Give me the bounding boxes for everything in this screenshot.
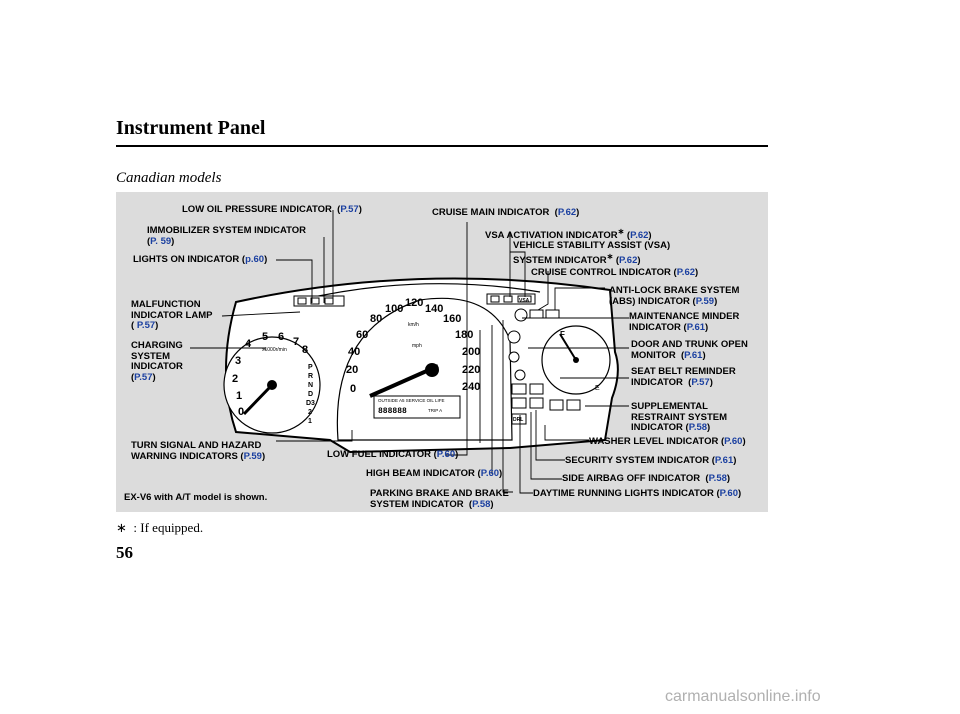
svg-text:240: 240	[462, 381, 480, 393]
label-security: SECURITY SYSTEM INDICATOR (P.61)	[565, 455, 737, 466]
svg-text:2: 2	[308, 409, 312, 416]
tach-5: 5	[262, 331, 268, 343]
odometer-value: 888888	[378, 407, 407, 416]
svg-text:km/h: km/h	[408, 322, 419, 328]
label-turn-signal: TURN SIGNAL AND HAZARD WARNING INDICATOR…	[131, 440, 266, 462]
label-cruise-control: CRUISE CONTROL INDICATOR (P.62)	[531, 267, 699, 278]
label-abs: ANTI-LOCK BRAKE SYSTEM (ABS) INDICATOR (…	[609, 285, 740, 307]
title-rule	[116, 145, 768, 147]
tach-7: 7	[293, 336, 299, 348]
label-low-fuel: LOW FUEL INDICATOR (P.60)	[327, 449, 459, 460]
svg-text:100: 100	[385, 303, 403, 315]
page-number: 56	[116, 543, 133, 562]
footnote: ∗ : If equipped.	[116, 520, 204, 535]
tach-unit: x1000r/min	[262, 347, 287, 353]
svg-text:R: R	[308, 373, 313, 380]
label-model-note: EX-V6 with A/T model is shown.	[124, 492, 268, 503]
svg-text:D: D	[308, 391, 313, 398]
fuel-empty: E	[595, 385, 600, 392]
svg-text:D3: D3	[306, 400, 315, 407]
tach-3: 3	[235, 355, 241, 367]
tach-8: 8	[302, 344, 308, 356]
svg-text:P: P	[308, 364, 313, 371]
label-srs: SUPPLEMENTAL RESTRAINT SYSTEM INDICATOR …	[631, 401, 728, 433]
odometer-window	[373, 395, 461, 419]
tach-0: 0	[238, 406, 244, 418]
svg-text:N: N	[308, 382, 313, 389]
svg-text:80: 80	[370, 313, 382, 325]
label-vsa-activation: VSA ACTIVATION INDICATOR∗ (P.62)	[485, 227, 652, 242]
label-side-airbag: SIDE AIRBAG OFF INDICATOR (P.58)	[562, 473, 731, 484]
drl-icon-text: DRL	[513, 417, 523, 423]
svg-text:20: 20	[346, 364, 358, 376]
label-door-trunk: DOOR AND TRUNK OPEN MONITOR (P.61)	[631, 339, 748, 361]
gear-indicator: P R N D D3 2 1	[306, 364, 315, 425]
label-cruise-main: CRUISE MAIN INDICATOR (P.62)	[432, 207, 580, 218]
svg-text:220: 220	[462, 364, 480, 376]
tachometer: 0 1 2 3 4 5 6 7 8 x1000r/min	[223, 331, 321, 434]
svg-text:160: 160	[443, 313, 461, 325]
trip-label: TRIP A	[428, 408, 442, 413]
watermark: carmanualsonline.info	[665, 688, 821, 705]
label-low-oil-pressure: LOW OIL PRESSURE INDICATOR (P.57)	[182, 204, 362, 215]
svg-text:40: 40	[348, 346, 360, 358]
vsa-icon-text: VSA	[519, 298, 530, 304]
label-vsa: VEHICLE STABILITY ASSIST (VSA) SYSTEM IN…	[513, 240, 671, 266]
label-parking-brake: PARKING BRAKE AND BRAKE SYSTEM INDICATOR…	[370, 488, 509, 510]
tach-4: 4	[245, 338, 252, 350]
svg-text:120: 120	[405, 297, 423, 309]
svg-text:140: 140	[425, 303, 443, 315]
tach-6: 6	[278, 331, 284, 343]
fuel-gauge: F E	[541, 325, 611, 395]
label-lights-on: LIGHTS ON INDICATOR (p.60)	[133, 254, 268, 265]
svg-text:1: 1	[308, 418, 312, 425]
label-immobilizer: IMMOBILIZER SYSTEM INDICATOR	[147, 225, 307, 236]
label-seat-belt: SEAT BELT REMINDER INDICATOR (P.57)	[631, 366, 736, 388]
center-indicator-column	[507, 308, 581, 425]
label-immobilizer-page: (P. 59)	[147, 236, 175, 247]
page-title: Instrument Panel	[116, 117, 266, 139]
svg-text:mph: mph	[412, 343, 422, 349]
label-malfunction: MALFUNCTION INDICATOR LAMP ( P.57)	[131, 299, 213, 331]
svg-text:180: 180	[455, 329, 473, 341]
section-subtitle: Canadian models	[116, 170, 222, 186]
leader-lines	[190, 210, 629, 494]
label-charging: CHARGING SYSTEM INDICATOR (P.57)	[131, 340, 183, 383]
fuel-full: F	[560, 330, 565, 339]
odometer-caption: OUTSIDE A5 SERVICE OIL LIFE	[378, 398, 445, 403]
svg-text:0: 0	[350, 383, 356, 395]
label-drl: DAYTIME RUNNING LIGHTS INDICATOR (P.60)	[533, 488, 742, 499]
label-maintenance: MAINTENANCE MINDER INDICATOR (P.61)	[629, 311, 740, 333]
svg-text:200: 200	[462, 346, 480, 358]
tach-2: 2	[232, 373, 238, 385]
label-high-beam: HIGH BEAM INDICATOR (P.60)	[366, 468, 503, 479]
tach-1: 1	[236, 390, 242, 402]
indicator-strip-right	[486, 293, 536, 305]
svg-text:60: 60	[356, 329, 368, 341]
label-washer-level: WASHER LEVEL INDICATOR (P.60)	[589, 436, 746, 447]
